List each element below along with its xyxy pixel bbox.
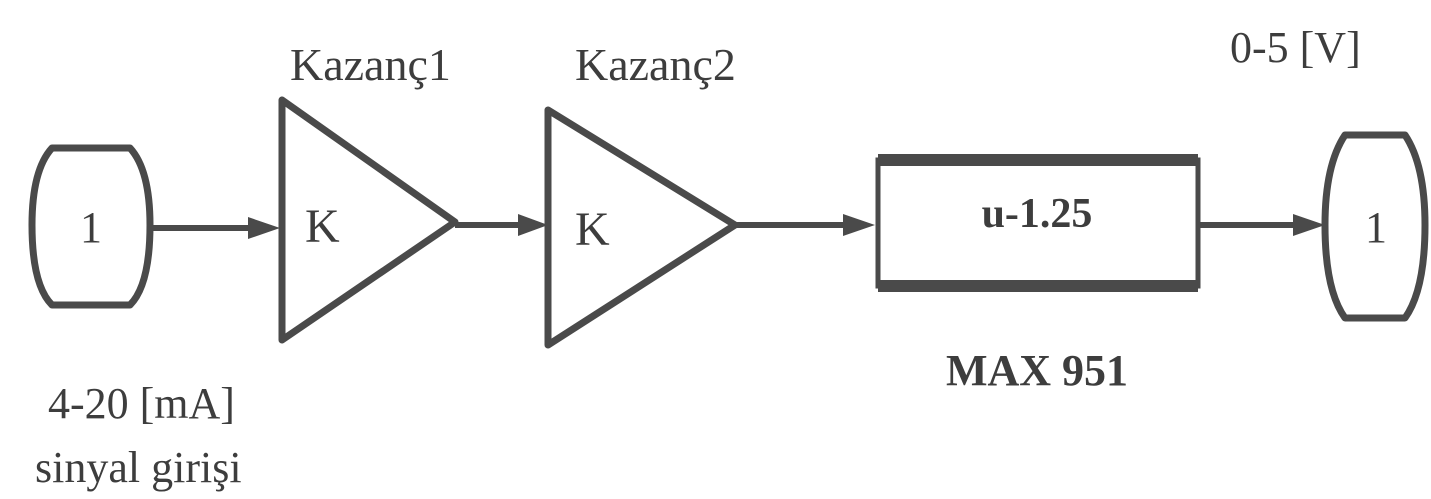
input-caption: sinyal girişi: [35, 443, 242, 492]
connector-function-to-output: [1198, 214, 1325, 236]
connector-gain2-to-function: [735, 214, 875, 236]
gain2-triangle: [544, 106, 739, 349]
gain1-title: Kazanç1: [290, 39, 451, 90]
input-port[interactable]: 1: [28, 144, 154, 309]
connector-input-to-gain1: [150, 217, 280, 239]
gain1-block[interactable]: K: [278, 96, 459, 344]
function-block-top-bar: [878, 154, 1198, 166]
output-port-number: 1: [1365, 203, 1387, 252]
input-port-shape: [28, 144, 154, 309]
input-port-number: 1: [80, 203, 102, 252]
gain1-symbol: K: [305, 200, 340, 253]
output-signal-label: 0-5 [V]: [1230, 23, 1361, 72]
function-block[interactable]: u-1.25: [875, 154, 1201, 292]
function-caption: MAX 951: [946, 346, 1128, 395]
function-block-bottom-bar: [878, 280, 1198, 292]
output-port[interactable]: 1: [1321, 131, 1429, 322]
gain2-symbol: K: [575, 203, 610, 256]
gain2-block[interactable]: K: [544, 106, 739, 349]
output-port-shape: [1321, 131, 1429, 322]
function-expression: u-1.25: [982, 191, 1093, 237]
gain1-triangle: [278, 96, 459, 344]
input-signal-label: 4-20 [mA]: [48, 379, 235, 428]
gain2-title: Kazanç2: [575, 39, 736, 90]
connector-gain1-to-gain2: [455, 214, 548, 236]
